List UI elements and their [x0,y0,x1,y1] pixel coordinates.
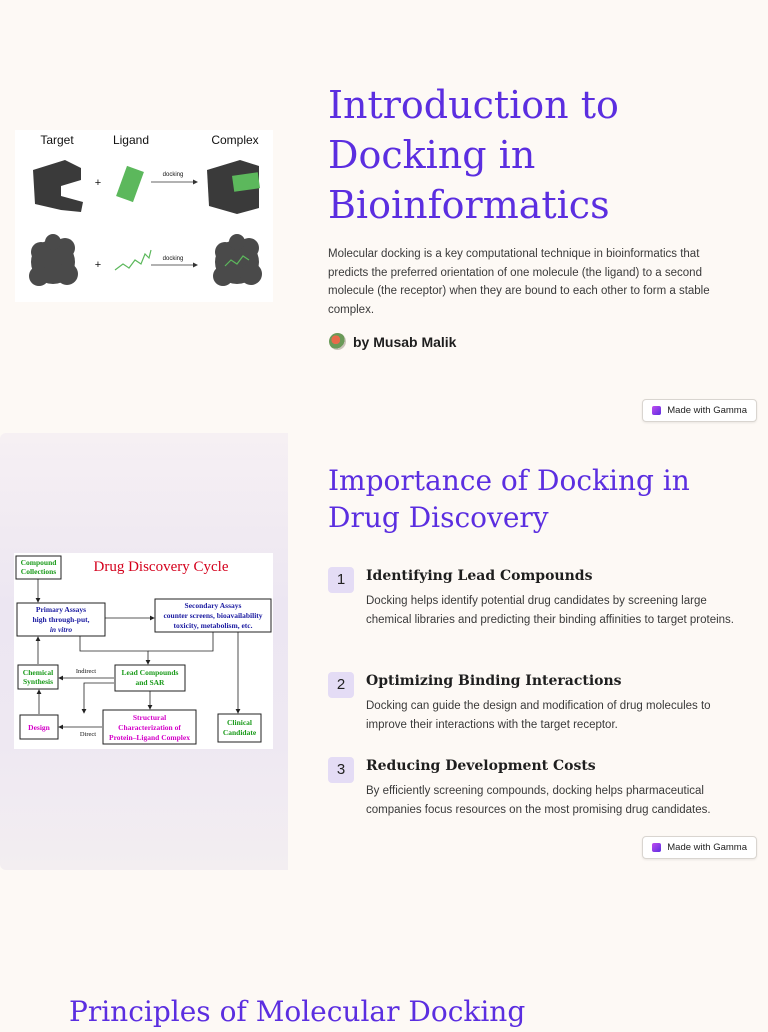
structural-box [102,709,197,745]
intro-description: Molecular docking is a key computational… [328,248,710,317]
protein-surface-1 [29,234,78,286]
item-title: Reducing Development Costs [366,758,596,774]
made-with-gamma-button[interactable]: Made with Gamma [642,399,757,422]
docking-arrow-label-2: docking [163,256,184,262]
item-description: Docking helps identify potential drug ca… [366,595,734,626]
target-label: Target [40,133,74,147]
plus-sign-1: + [95,177,101,189]
chemical-label-1: Chemical [23,668,53,677]
ligand-molecule [114,249,152,271]
page-title: Introduction to Docking in Bioinformatic… [328,83,619,227]
complex-label: Complex [211,133,258,147]
item-title: Optimizing Binding Interactions [366,673,622,689]
indirect-label: Indirect [76,668,96,675]
clinical-label-1: Clinical [227,718,252,727]
avatar [329,333,346,350]
item-title: Identifying Lead Compounds [366,568,593,584]
lead-label-2: and SAR [136,678,166,687]
primary-label-2: high through-put, [33,615,90,624]
chemical-label-2: Synthesis [23,677,53,686]
cycle-arrows [35,579,241,730]
badge-label: Made with Gamma [667,405,747,416]
arrowhead-1 [193,179,198,185]
primary-label-1: Primary Assays [36,605,86,614]
docking-diagram: Target Ligand Complex + docking + dockin… [15,130,273,302]
complex-ligand [232,172,260,192]
gamma-logo-icon [652,843,662,852]
complex-shape [207,160,259,214]
secondary-label-3: toxicity, metabolism, etc. [174,621,253,630]
plus-sign-2: + [95,259,101,271]
structural-label-2: Characterization of [118,723,181,732]
chemical-synthesis-box [17,664,59,690]
clinical-candidate-box [217,713,262,743]
compound-label-1: Compound [21,558,58,567]
gamma-logo-icon [652,406,662,415]
ligand-shape [116,165,144,203]
item-description: By efficiently screening compounds, dock… [366,785,711,816]
design-box [19,714,59,740]
section-title-importance: Importance of Docking in Drug Discovery [328,464,690,534]
docked-ligand [224,255,250,267]
drug-discovery-cycle-diagram: Drug Discovery Cycle Compound Collection… [14,553,273,749]
author-line: by Musab Malik [329,333,456,350]
item-description: Docking can guide the design and modific… [366,700,711,731]
secondary-label-2: counter screens, bioavailability [163,611,262,620]
primary-assays-box [16,602,106,637]
badge-label: Made with Gamma [667,842,747,853]
compound-collections-box [15,555,62,580]
section-title-principles: Principles of Molecular Docking [69,995,526,1028]
cycle-title: Drug Discovery Cycle [94,559,229,575]
number-badge: 1 [328,567,354,593]
primary-label-3: in vitro [50,625,73,634]
ligand-label: Ligand [113,133,149,147]
secondary-assays-box [154,598,272,633]
direct-label: Direct [80,731,96,738]
arrowhead-2 [193,262,198,268]
clinical-label-2: Candidate [223,728,257,737]
compound-label-2: Collections [21,567,56,576]
author-name: by Musab Malik [353,333,457,350]
secondary-label-1: Secondary Assays [185,601,242,610]
structural-label-3: Protein–Ligand Complex [109,733,190,742]
structural-label-1: Structural [133,713,166,722]
number-badge: 2 [328,672,354,698]
target-shape [33,160,83,212]
lead-compounds-box [114,664,186,692]
lead-label-1: Lead Compounds [122,668,179,677]
made-with-gamma-button[interactable]: Made with Gamma [642,836,757,859]
protein-complex-surface [213,234,262,286]
docking-arrow-label-1: docking [163,172,184,178]
number-badge: 3 [328,757,354,783]
design-label: Design [28,723,50,732]
